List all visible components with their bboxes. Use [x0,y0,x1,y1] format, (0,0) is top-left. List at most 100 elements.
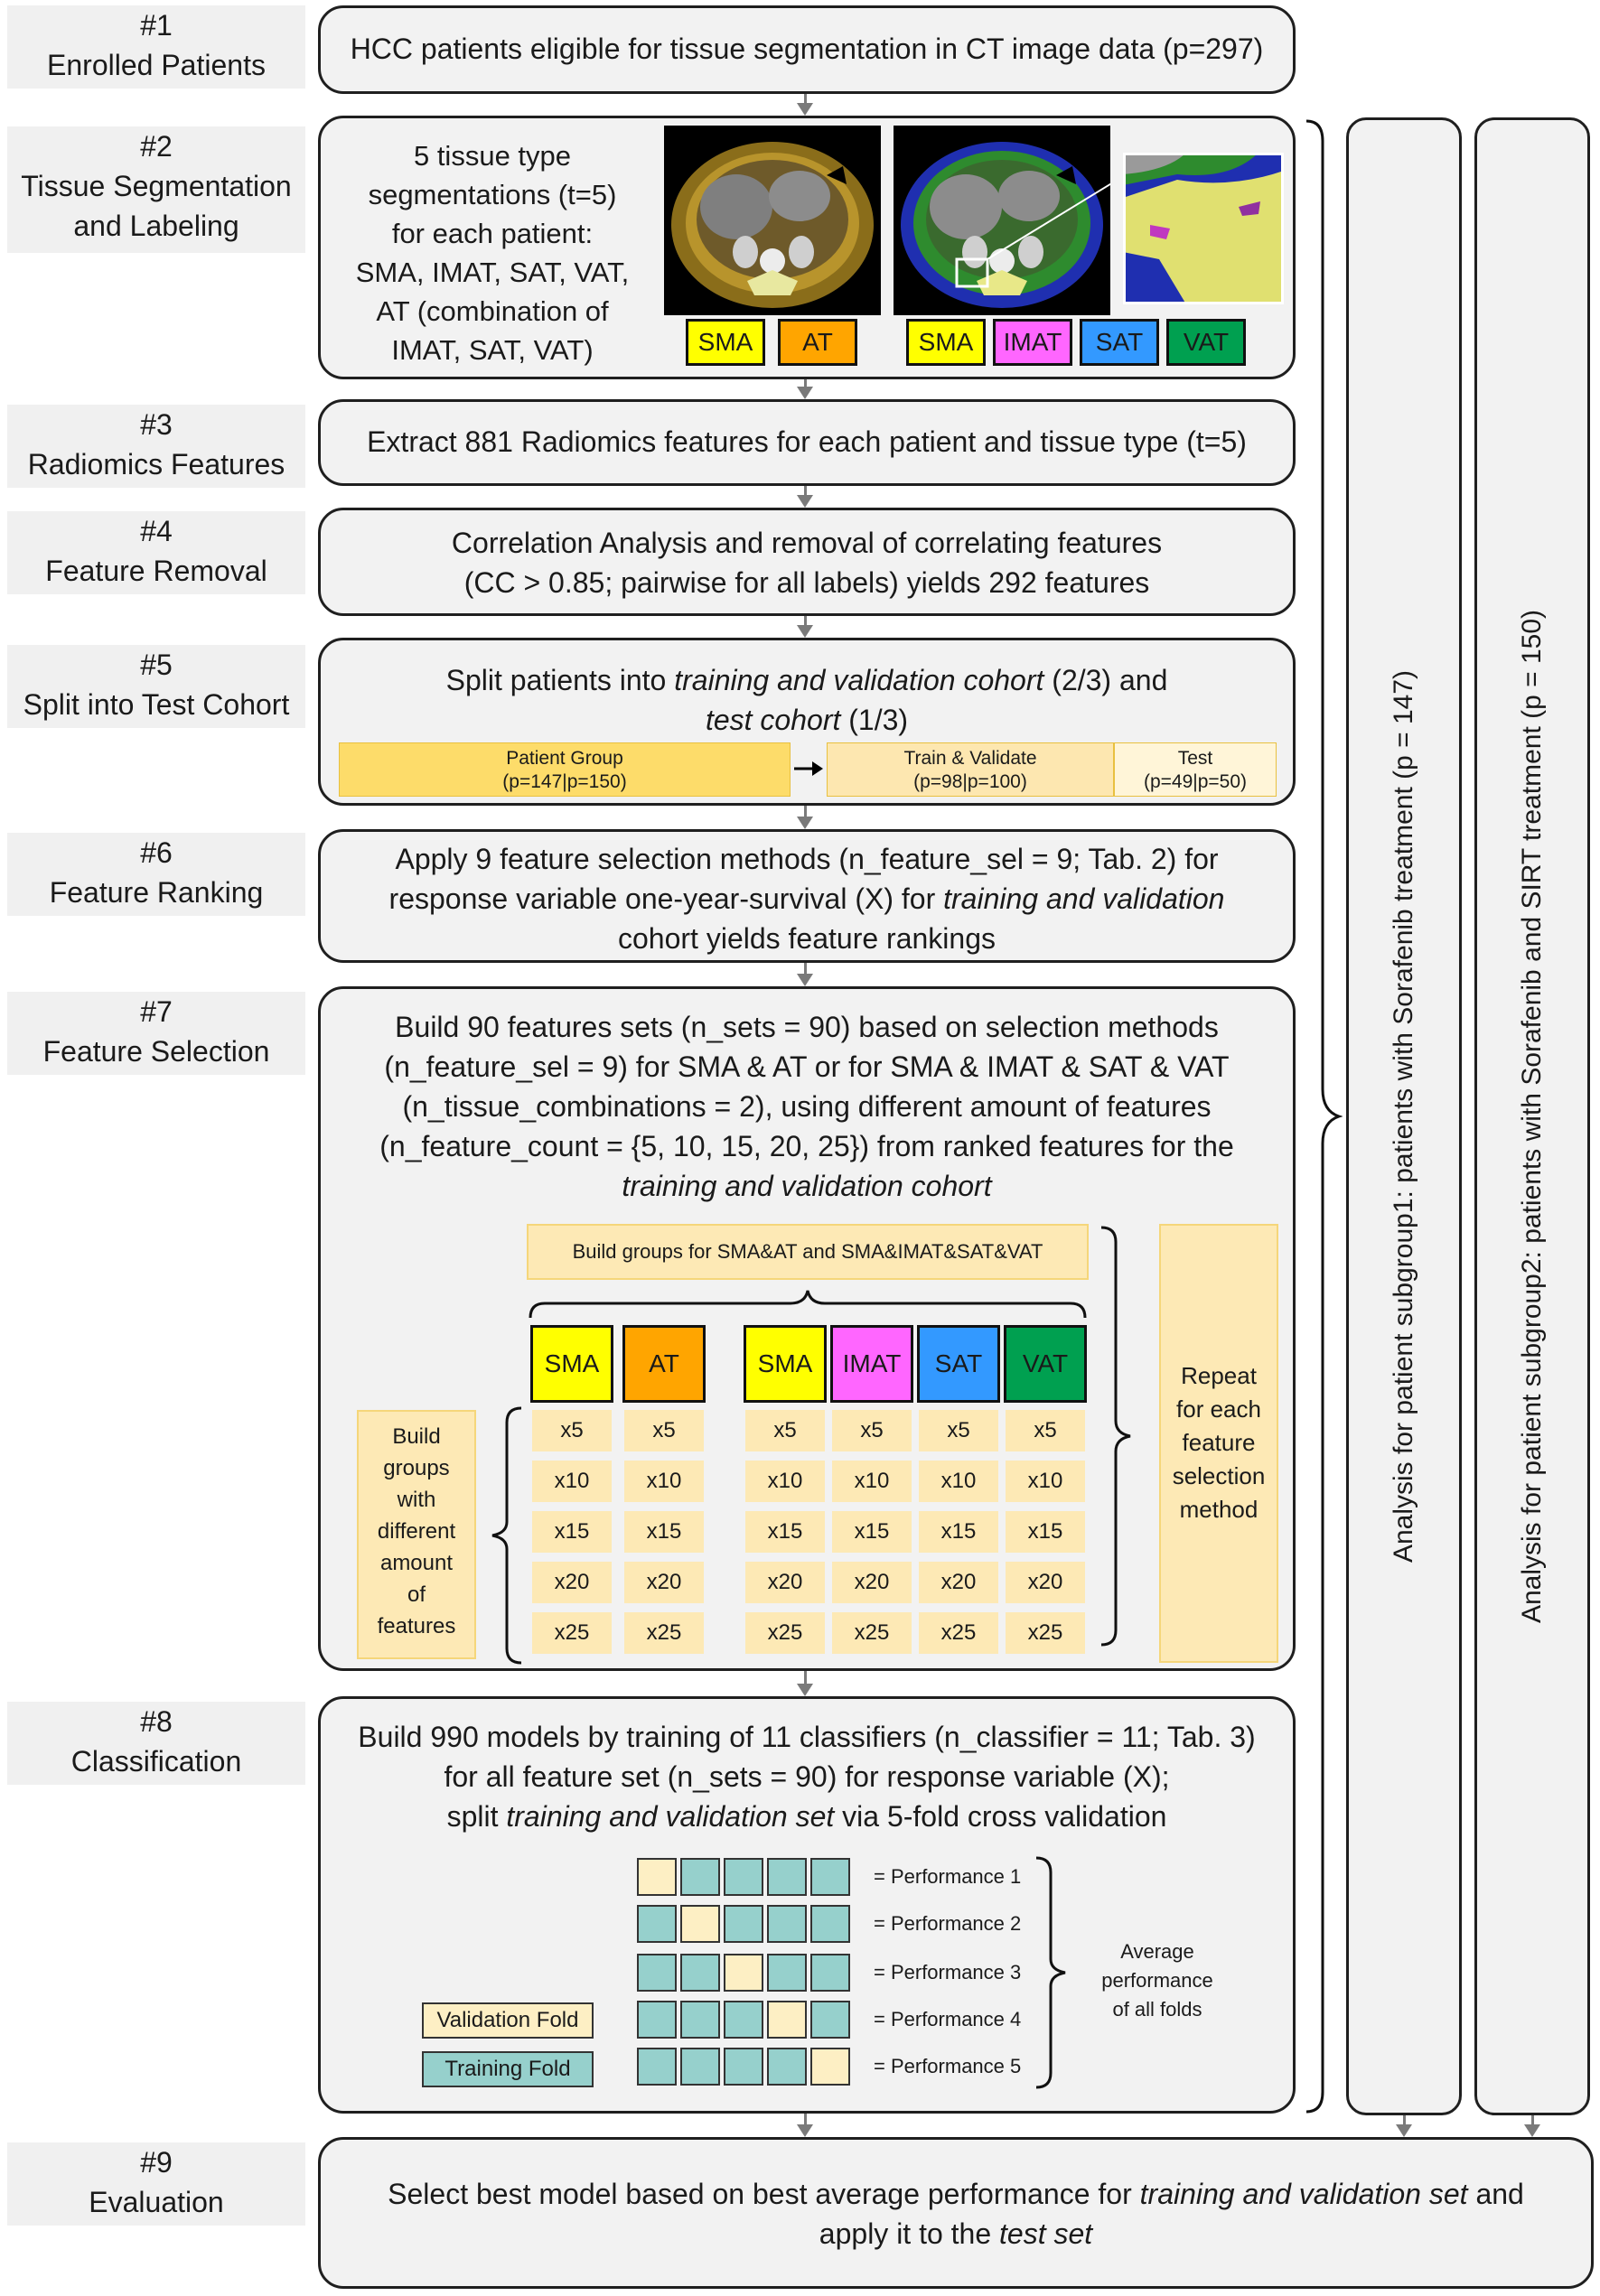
feature-selection-box: Build 90 features sets (n_sets = 90) bas… [318,986,1296,1671]
label-line: Build [392,1424,441,1449]
training-fold [767,1905,807,1943]
training-fold [680,1954,720,1992]
grid-cell: x15 [1006,1511,1085,1553]
box8-line: for all feature set (n_sets = 90) for re… [444,1760,1170,1793]
legend-label: Training Fold [444,2057,571,2081]
header-at: AT [622,1325,706,1403]
box6-line: response variable one-year-survival (X) … [321,879,1293,919]
grid-cell: x5 [832,1410,912,1451]
bar-title: Patient Group [506,748,623,769]
arrow-down-icon [797,387,813,399]
step-title: Evaluation [89,2186,224,2218]
grid-cell: x15 [624,1511,704,1553]
box7-line: (n_tissue_combinations = 2), using diffe… [402,1090,1212,1123]
text-part: test set [999,2217,1093,2250]
text-part: and [1467,2178,1524,2210]
training-fold [680,1858,720,1896]
zoom-inset-image [1123,153,1284,304]
header-imat: IMAT [830,1325,913,1403]
box6-line: Apply 9 feature selection methods (n_fea… [395,843,1219,875]
grid-cell: x20 [832,1562,912,1603]
performance-label: = Performance 2 [874,1912,1022,1935]
header-label: SAT [934,1349,983,1377]
label-line: performance [1101,1969,1213,1992]
label-text: Build groups for SMA&AT and SMA&IMAT&SAT… [572,1240,1043,1263]
box8-line: split training and validation set via 5-… [321,1797,1293,1836]
box8-line: Build 990 models by training of 11 class… [358,1721,1256,1753]
box7-line: (n_feature_sel = 9) for SMA & AT or for … [384,1050,1230,1083]
grid-cell: x10 [832,1461,912,1502]
label-line: selection [1172,1462,1266,1489]
bar-sub: (p=49|p=50) [1143,771,1248,792]
grid-cell: x15 [832,1511,912,1553]
step7-label: #7 Feature Selection [7,992,305,1075]
step-title: and Labeling [73,210,239,242]
text-part: training and validation [943,882,1225,915]
grid-cell: x15 [745,1511,825,1553]
average-performance-label: Average performance of all folds [1085,1937,1230,2024]
box2-text: 5 tissue type segmentations (t=5) for ea… [328,136,657,369]
box9-text: Select best model based on best average … [321,2174,1591,2254]
legend-label: IMAT [1003,328,1062,356]
box2-line: for each patient: [391,218,594,249]
grid-cell: x10 [1006,1461,1085,1502]
label-line: groups [383,1456,450,1480]
legend-sma: SMA [906,319,986,366]
box7-text: Build 90 features sets (n_sets = 90) bas… [321,1007,1293,1206]
training-fold [637,1954,677,1992]
connector-line [804,806,807,817]
step4-label: #4 Feature Removal [7,511,305,594]
training-fold [724,1905,763,1943]
training-fold [637,2048,677,2086]
box1-text: HCC patients eligible for tissue segment… [350,33,1264,65]
validation-fold [767,2001,807,2039]
step2-label: #2 Tissue Segmentation and Labeling [7,126,305,253]
grid-cell: x25 [532,1612,612,1654]
legend-at: AT [778,319,857,366]
step-title: Tissue Segmentation [21,170,292,202]
arrow-down-icon [1396,2124,1412,2137]
subgroup2-label: Analysis for patient subgroup2: patients… [1517,609,1547,1624]
legend-label: SMA [918,328,974,356]
grid-cell: x10 [919,1461,998,1502]
step-title: Radiomics Features [27,448,285,481]
validation-fold [680,1905,720,1943]
feature-ranking-box: Apply 9 feature selection methods (n_fea… [318,829,1296,963]
feature-removal-box: Correlation Analysis and removal of corr… [318,508,1296,616]
legend-label: VAT [1183,328,1230,356]
connector-line [1403,2115,1406,2124]
performance-label: = Performance 5 [874,2055,1022,2077]
text-part: split [446,1800,507,1833]
legend-label: SAT [1095,328,1144,356]
label-line: for each [1176,1395,1261,1423]
training-fold [680,2048,720,2086]
step-number: #9 [140,2146,173,2179]
training-fold [767,2048,807,2086]
box8-text: Build 990 models by training of 11 class… [321,1717,1293,1836]
box2-line: 5 tissue type [413,140,572,172]
connector-line [804,486,807,495]
box7-line: (n_feature_count = {5, 10, 15, 20, 25}) … [379,1130,1234,1162]
legend-label: AT [802,328,833,356]
arrow-down-icon [797,974,813,986]
step-number: #5 [140,649,173,681]
text-part: Select best model based on best average … [388,2178,1140,2210]
ct-scan-image-4-tissues [894,126,1110,315]
training-fold [680,2001,720,2039]
step-title: Feature Ranking [49,876,264,909]
legend-label: SMA [697,328,753,356]
validation-fold [724,1954,763,1992]
validation-fold [637,1858,677,1896]
grid-cell: x5 [624,1410,704,1451]
arrow-down-icon [797,817,813,829]
train-validate-bar: Train & Validate (p=98|p=100) [827,742,1114,797]
step-number: #6 [140,836,173,869]
performance-label: = Performance 3 [874,1961,1022,1983]
text-part: training and validation cohort [622,1170,992,1202]
connector-line [804,1671,807,1684]
header-sma: SMA [530,1325,613,1403]
grid-cell: x20 [919,1562,998,1603]
label-line: feature [1182,1429,1256,1456]
label-line: different [377,1519,456,1544]
bar-sub: (p=147|p=150) [502,771,627,792]
